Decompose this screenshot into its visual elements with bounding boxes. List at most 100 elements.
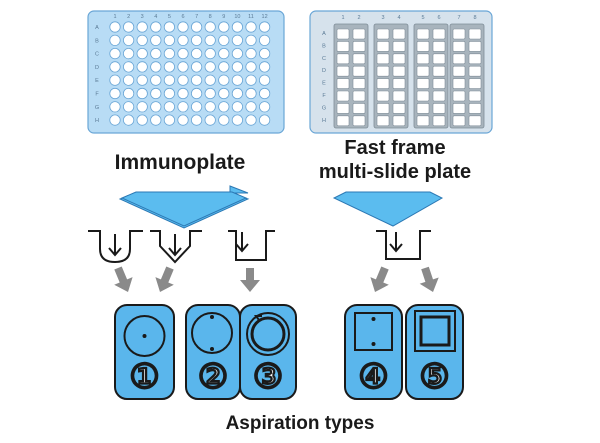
immunoplate-well: [123, 61, 135, 73]
aspiration-3-spiral-arrowhead: [254, 315, 262, 321]
fast-frame-pad: [416, 53, 430, 65]
immunoplate-column-label: 4: [154, 14, 157, 20]
immunoplate-well: [123, 47, 135, 60]
fast-frame-pad: [416, 28, 430, 40]
immunoplate-well: [163, 34, 175, 46]
immunoplate-row-label: D: [95, 65, 99, 71]
fast-frame-pad: [376, 41, 390, 52]
immunoplate-well: [258, 114, 271, 126]
fast-frame-pad: [376, 78, 390, 89]
immunoplate-column-label: 10: [234, 14, 240, 20]
u-well-profile-1: [88, 230, 143, 264]
immunoplate-big-arrow-shape: [120, 191, 248, 227]
immunoplate-well: [191, 21, 203, 33]
immunoplate-row-label: A: [95, 25, 99, 31]
fast-frame-pad: [432, 53, 446, 65]
immunoplate-well: [109, 47, 121, 60]
immunoplate-well: [163, 87, 175, 100]
fast-frame-pad: [468, 115, 482, 127]
immunoplate-well: [123, 21, 135, 33]
immunoplate-well: [136, 87, 148, 100]
fast-frame-pad: [336, 53, 350, 65]
fast-frame-pad: [336, 41, 350, 52]
immunoplate-column-label: 2: [127, 14, 130, 20]
grey-down-arrow: [370, 266, 389, 292]
immunoplate-well: [109, 114, 121, 126]
immunoplate-column-label: 8: [209, 14, 212, 20]
immunoplate-well: [204, 47, 216, 60]
immunoplate-well: [245, 101, 257, 113]
fast-frame-column-label: 6: [437, 15, 440, 21]
immunoplate-well: [177, 114, 189, 126]
fast-frame-row-label: D: [322, 68, 326, 74]
immunoplate-well: [136, 74, 148, 86]
immunoplate-well: [136, 114, 148, 126]
immunoplate-well: [245, 87, 257, 100]
aspiration-number-1: ①: [129, 357, 159, 397]
fast-frame-pad: [352, 41, 366, 52]
immunoplate-well: [191, 74, 203, 86]
immunoplate-well: [109, 87, 121, 100]
fast-frame-pad: [336, 103, 350, 114]
immunoplate-wells: [109, 21, 271, 126]
immunoplate-well: [218, 74, 230, 86]
fast-frame-pad: [452, 28, 466, 40]
immunoplate-well: [163, 101, 175, 113]
immunoplate-well: [258, 61, 271, 73]
immunoplate-well: [150, 101, 162, 113]
immunoplate-row-label: G: [95, 105, 99, 111]
immunoplate-well: [163, 61, 175, 73]
aspiration-5-spiral-arrowhead: [420, 316, 426, 322]
fast-frame-pad: [452, 53, 466, 65]
immunoplate-well: [245, 34, 257, 46]
fast-frame-pad: [468, 41, 482, 52]
fast-frame-pad: [336, 65, 350, 77]
fast-frame-pad: [392, 41, 406, 52]
fast-frame-pad: [336, 90, 350, 102]
aspiration-5-spiral-icon: [419, 315, 451, 347]
immunoplate-well: [191, 47, 203, 60]
fast-frame-pad: [352, 65, 366, 77]
fast-frame-pad: [352, 115, 366, 127]
immunoplate-well: [231, 34, 243, 46]
fast-frame-row-label: G: [322, 105, 326, 111]
immunoplate-well: [258, 47, 271, 60]
fast-frame-pad: [416, 41, 430, 52]
immunoplate-well: [258, 101, 271, 113]
flat-well-profile-1: [228, 230, 275, 261]
immunoplate-well: [123, 74, 135, 86]
immunoplate-well: [204, 87, 216, 100]
aspiration-4-dot-top: [371, 317, 376, 321]
fast-frame-pad: [452, 41, 466, 52]
immunoplate-column-label: 9: [222, 14, 225, 20]
fast-frame-pad: [432, 65, 446, 77]
immunoplate-well: [258, 74, 271, 86]
immunoplate-well: [136, 34, 148, 46]
grey-down-arrow: [155, 266, 174, 292]
aspiration-3-spiral-icon: [250, 316, 286, 352]
grey-down-arrow: [240, 268, 260, 292]
fast-frame-pad: [392, 103, 406, 114]
immunoplate-well: [204, 74, 216, 86]
immunoplate-well: [123, 101, 135, 113]
fast-frame-pad: [376, 103, 390, 114]
fast-frame-pad: [452, 78, 466, 89]
aspiration-number-4: ④: [358, 357, 388, 397]
immunoplate-well: [231, 74, 243, 86]
immunoplate-well: [150, 114, 162, 126]
immunoplate-well: [218, 61, 230, 73]
fast-frame-column-label: 8: [473, 15, 476, 21]
fast-frame-pad: [468, 28, 482, 40]
fast-frame-pad: [352, 28, 366, 40]
immunoplate-well: [191, 61, 203, 73]
immunoplate-well: [245, 61, 257, 73]
immunoplate-well: [150, 61, 162, 73]
fast-frame-pad: [468, 90, 482, 102]
fast-frame-pad: [392, 78, 406, 89]
fast-frame-pad: [416, 90, 430, 102]
fast-frame-pad: [352, 78, 366, 89]
aspiration-2-dot-top: [210, 315, 214, 319]
